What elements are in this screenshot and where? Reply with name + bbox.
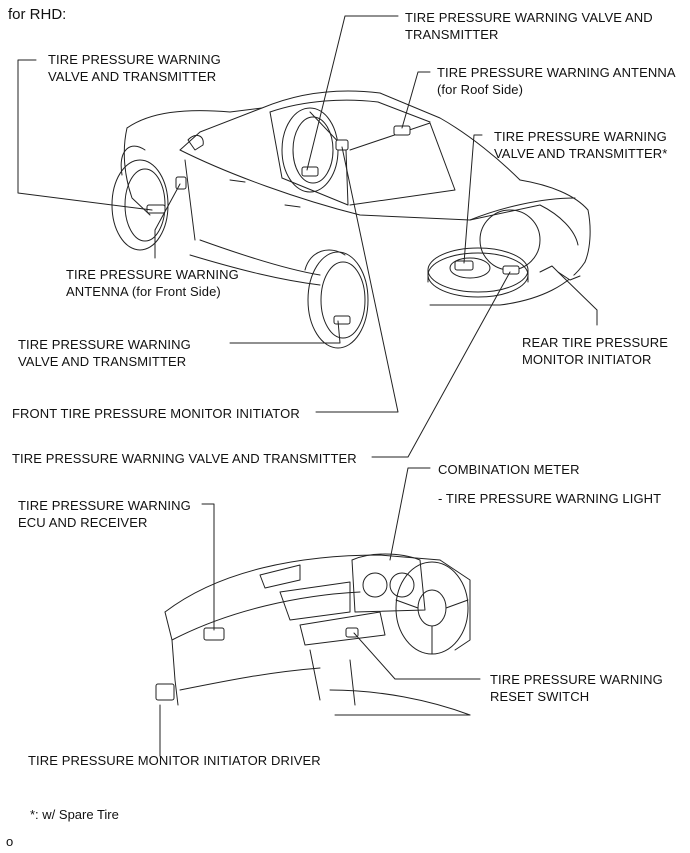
label-ecu-receiver: TIRE PRESSURE WARNING ECU AND RECEIVER <box>18 498 191 530</box>
label-tpwvt-rear: TIRE PRESSURE WARNING VALVE AND TRANSMIT… <box>12 451 357 466</box>
vehicle-components <box>146 125 581 325</box>
label-reset-switch: TIRE PRESSURE WARNING RESET SWITCH <box>490 672 663 704</box>
figure-id: o <box>6 834 14 849</box>
label-initiator-driver: TIRE PRESSURE MONITOR INITIATOR DRIVER <box>28 753 321 768</box>
label-tpwvt-front-right: TIRE PRESSURE WARNING VALVE AND TRANSMIT… <box>18 337 191 369</box>
header-for-rhd: for RHD: <box>8 6 67 23</box>
label-tpwvt-top-left: TIRE PRESSURE WARNING VALVE AND TRANSMIT… <box>48 52 221 84</box>
label-tpwvt-top-center: TIRE PRESSURE WARNING VALVE AND TRANSMIT… <box>405 10 653 42</box>
dashboard-components <box>155 627 359 701</box>
dashboard-outline <box>164 553 471 716</box>
label-tpwvt-spare: TIRE PRESSURE WARNING VALVE AND TRANSMIT… <box>494 129 668 161</box>
label-rear-initiator: REAR TIRE PRESSURE MONITOR INITIATOR <box>522 335 669 367</box>
label-antenna-front: TIRE PRESSURE WARNING ANTENNA (for Front… <box>66 267 239 299</box>
label-combination-meter: COMBINATION METER <box>438 462 580 477</box>
label-warning-light: - TIRE PRESSURE WARNING LIGHT <box>438 491 662 506</box>
label-antenna-roof: TIRE PRESSURE WARNING ANTENNA (for Roof … <box>437 65 676 97</box>
footnote: *: w/ Spare Tire <box>30 807 119 822</box>
label-front-initiator: FRONT TIRE PRESSURE MONITOR INITIATOR <box>12 406 300 421</box>
leader-lines <box>17 15 598 757</box>
